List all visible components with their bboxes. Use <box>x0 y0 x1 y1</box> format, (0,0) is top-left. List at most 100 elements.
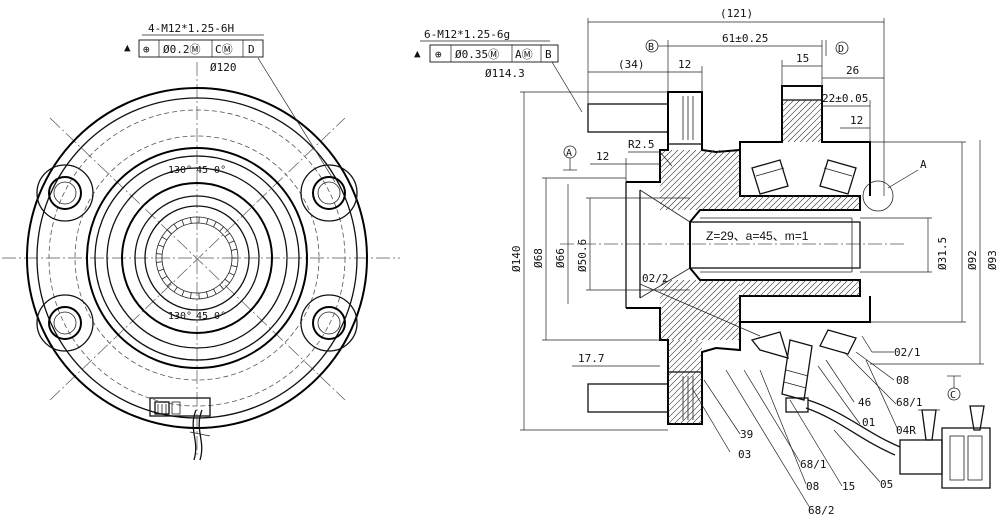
dim-12-right: 12 <box>850 114 863 127</box>
spline-teeth <box>156 217 238 299</box>
part-08-bottom: 08 <box>806 480 819 493</box>
datum-a-marker: A <box>563 145 577 171</box>
spline-tooth <box>156 253 163 255</box>
svg-text:▲: ▲ <box>124 41 131 54</box>
spline-tooth <box>161 275 168 280</box>
stud-bottom <box>587 371 703 425</box>
hatch-region <box>782 100 822 142</box>
datum-d-marker: D <box>825 40 849 56</box>
part-68-2: 68/2 <box>808 504 835 517</box>
bearing-rollers <box>750 159 857 359</box>
front-thread-callout: 4-M12*1.25-6H <box>148 22 234 35</box>
spline-tooth <box>219 284 224 290</box>
spline-tooth <box>158 268 164 272</box>
svg-text:B: B <box>648 42 654 53</box>
dim-r25: R2.5 <box>628 138 655 151</box>
dim-dia68: Ø68 <box>532 248 545 268</box>
spline-tooth <box>181 219 185 226</box>
front-position-symbol: ⊕ <box>143 43 150 56</box>
dim-17-7: 17.7 <box>578 352 605 365</box>
spline-tooth <box>166 281 172 287</box>
spline-tooth <box>189 292 192 299</box>
spline-tooth <box>156 261 163 263</box>
front-datum2: D <box>248 43 255 56</box>
front-datum1: CⓂ <box>215 43 233 56</box>
hatch-region <box>740 280 860 296</box>
section-pcd-label: Ø114.3 <box>485 67 525 80</box>
dim-22: 22±0.05 <box>822 92 868 105</box>
spline-tooth <box>173 286 178 293</box>
sensor-connector <box>149 397 211 461</box>
section-tolerance-frame: ▲ ⊕ Ø0.35Ⓜ AⓂ B <box>414 44 559 63</box>
dim-dia50-6: Ø50.6 <box>576 239 589 272</box>
datum-c-marker: C <box>947 375 961 401</box>
angle-top-right: 45 0° <box>196 165 226 176</box>
spline-tooth <box>161 236 168 241</box>
part-68-1-bottom: 68/1 <box>800 458 827 471</box>
spline-tooth <box>158 244 164 248</box>
spline-tooth <box>166 229 172 235</box>
part-01: 01 <box>862 416 875 429</box>
hatch-region <box>660 150 740 210</box>
part-02-2: 02/2 <box>642 272 669 285</box>
dim-bearing-span: 61±0.25 <box>722 32 768 45</box>
section-view: 6-M12*1.25-6g ▲ ⊕ Ø0.35Ⓜ AⓂ B Ø114.3 B D <box>414 7 999 517</box>
svg-text:D: D <box>838 44 844 55</box>
detail-a-label: A <box>920 158 927 171</box>
spline-tooth <box>228 272 235 276</box>
hatch-region <box>660 280 740 340</box>
spline-tooth <box>189 217 192 224</box>
hub-body-upper <box>626 91 861 244</box>
spline-tooth <box>205 218 209 225</box>
spline-tooth <box>213 221 217 228</box>
dim-12-top: 12 <box>678 58 691 71</box>
hub-body-lower <box>626 244 861 425</box>
spline-tooth <box>173 223 178 230</box>
spline-tooth <box>224 278 230 284</box>
spline-tooth <box>231 265 238 268</box>
bolt-lug-bottom-right <box>300 294 358 352</box>
svg-text:▲: ▲ <box>414 47 421 60</box>
sensor-plug <box>899 405 991 489</box>
part-08-right: 08 <box>896 374 909 387</box>
dim-dia140: Ø140 <box>510 246 523 273</box>
part-46: 46 <box>858 396 871 409</box>
spline-tooth <box>219 226 224 232</box>
front-view: 4-M12*1.25-6H ▲ ⊕ Ø0.2Ⓜ CⓂ D Ø120 130° 4… <box>2 22 400 461</box>
section-datum2: B <box>545 48 552 61</box>
spline-tooth <box>228 240 235 244</box>
front-tolerance-frame: ▲ ⊕ Ø0.2Ⓜ CⓂ D <box>124 39 264 58</box>
part-68-1-right: 68/1 <box>896 396 923 409</box>
spline-tooth <box>181 290 185 297</box>
dim-12-left: 12 <box>596 150 609 163</box>
hatch-region <box>740 196 860 210</box>
part-leaders <box>691 335 899 509</box>
spline-spec: Z=29、a=45、m=1 <box>706 229 809 243</box>
stud-top <box>587 91 703 145</box>
dim-dia31-5: Ø31.5 <box>936 237 949 270</box>
dim-overall-length: (121) <box>720 7 753 20</box>
part-02-1: 02/1 <box>894 346 921 359</box>
angle-bottom-right: 45 0° <box>196 311 226 322</box>
dim-dia66: Ø66 <box>554 248 567 268</box>
part-04r: 04R <box>896 424 916 437</box>
part-15: 15 <box>842 480 855 493</box>
dim-34: (34) <box>618 58 645 71</box>
part-39: 39 <box>740 428 753 441</box>
front-tolerance-value: Ø0.2Ⓜ <box>163 43 201 56</box>
part-05: 05 <box>880 478 893 491</box>
dim-15: 15 <box>796 52 809 65</box>
dimension-lines <box>520 18 984 431</box>
part-03: 03 <box>738 448 751 461</box>
svg-text:A: A <box>566 148 572 159</box>
svg-text:C: C <box>950 390 956 401</box>
bolt-lug-top-right <box>300 164 358 222</box>
dim-dia92: Ø92 <box>966 250 979 270</box>
outer-ring-lower <box>739 296 871 350</box>
angle-bottom-left: 130° <box>168 311 192 322</box>
dim-26: 26 <box>846 64 859 77</box>
bolt-lug-top-left <box>36 164 94 222</box>
section-thread-callout: 6-M12*1.25-6g <box>424 28 510 41</box>
front-pcd-label: Ø120 <box>210 61 237 74</box>
